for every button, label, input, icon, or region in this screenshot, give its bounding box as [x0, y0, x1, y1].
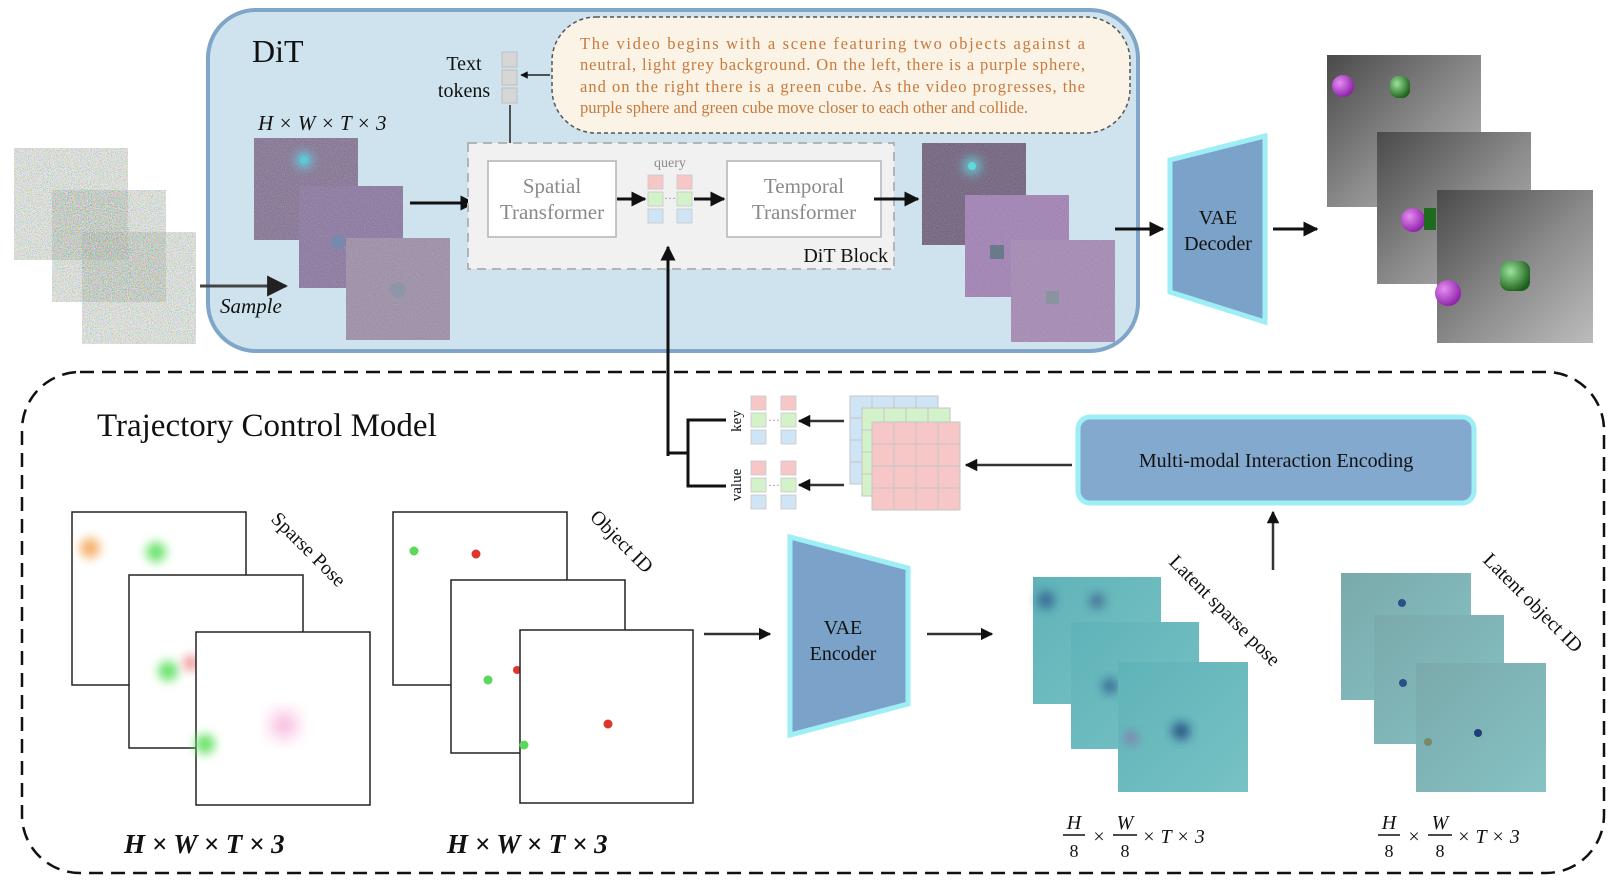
text-tokens-label-1: Text [446, 53, 482, 75]
sparse-pose-frames [71, 511, 371, 806]
dims-sparse-pose: H × W × T × 3 [123, 829, 285, 859]
frac-num-w-2: W [1432, 812, 1451, 834]
latent-object-id-frames [1341, 573, 1546, 792]
prompt-line-2: neutral, light grey background. On the l… [580, 55, 1085, 74]
frac-den-w-2: 8 [1436, 841, 1445, 861]
dit-input-dims: H × W × T × 3 [257, 111, 386, 135]
vae-encoder-label-1: VAE [824, 617, 863, 639]
value-label: value [729, 468, 745, 501]
dims-object-id: H × W × T × 3 [446, 829, 608, 859]
spatial-transformer-label-1: Spatial [523, 174, 581, 198]
query-dots: ··· [664, 191, 676, 205]
frac-num-h-2: H [1381, 812, 1398, 834]
query-tokens [647, 174, 693, 224]
value-dots: ··· [768, 478, 780, 492]
dims-latent-sparse-pose: H 8 × W 8 × T × 3 [1063, 812, 1205, 861]
sample-label: Sample [220, 294, 282, 318]
object-id-frames [392, 511, 694, 804]
vae-decoder-label-2: Decoder [1184, 233, 1252, 255]
dims-latent-object-id: H 8 × W 8 × T × 3 [1378, 812, 1520, 861]
frac-tail-2: × T × 3 [1457, 826, 1520, 848]
tcm-panel [20, 370, 1606, 875]
text-tokens-label-2: tokens [438, 80, 490, 102]
vae-encoder-label-2: Encoder [810, 643, 877, 665]
vae-decoder[interactable] [1167, 132, 1268, 326]
times-1: × [1093, 826, 1104, 848]
token-grid-stack [849, 395, 961, 511]
latent-sparse-pose-frames [1033, 577, 1248, 792]
times-2: × [1408, 826, 1419, 848]
frac-den-w-1: 8 [1121, 841, 1130, 861]
frac-num-w-1: W [1117, 812, 1136, 834]
dit-block-label: DiT Block [803, 245, 888, 267]
temporal-transformer-box[interactable] [726, 160, 882, 238]
prompt-line-3: and on the right there is a green cube. … [580, 77, 1085, 96]
dit-output-frames [922, 143, 1115, 342]
text-token-stack [501, 51, 518, 104]
temporal-transformer-label-2: Transformer [752, 200, 856, 224]
prompt-line-4: purple sphere and green cube move closer… [580, 98, 1028, 117]
dit-input-frames [254, 138, 450, 340]
mie-label: Multi-modal Interaction Encoding [1139, 450, 1413, 472]
prompt-line-1: The video begins with a scene featuring … [580, 34, 1086, 53]
tcm-title: Trajectory Control Model [97, 408, 437, 444]
mie-box[interactable] [1075, 414, 1477, 506]
key-dots: ··· [768, 413, 780, 427]
frac-num-h-1: H [1066, 812, 1083, 834]
prompt-box [551, 16, 1131, 134]
output-video-frames [1327, 55, 1593, 343]
frac-den-h-2: 8 [1385, 841, 1394, 861]
temporal-transformer-label-1: Temporal [764, 174, 844, 198]
value-tokens [750, 460, 797, 510]
vae-decoder-label-1: VAE [1199, 207, 1238, 229]
spatial-transformer-label-2: Transformer [500, 200, 604, 224]
noise-frames [14, 148, 196, 344]
frac-den-h-1: 8 [1070, 841, 1079, 861]
key-tokens [750, 395, 797, 445]
spatial-transformer-box[interactable] [487, 160, 617, 238]
frac-tail-1: × T × 3 [1142, 826, 1205, 848]
object-id-label: Object ID [585, 506, 657, 578]
key-label: key [729, 410, 745, 432]
dit-title: DiT [252, 33, 304, 69]
kv-bracket [668, 418, 726, 488]
query-label: query [654, 156, 686, 171]
vae-encoder[interactable] [787, 533, 911, 739]
prompt-text: The video begins with a scene featuring … [580, 34, 1086, 117]
